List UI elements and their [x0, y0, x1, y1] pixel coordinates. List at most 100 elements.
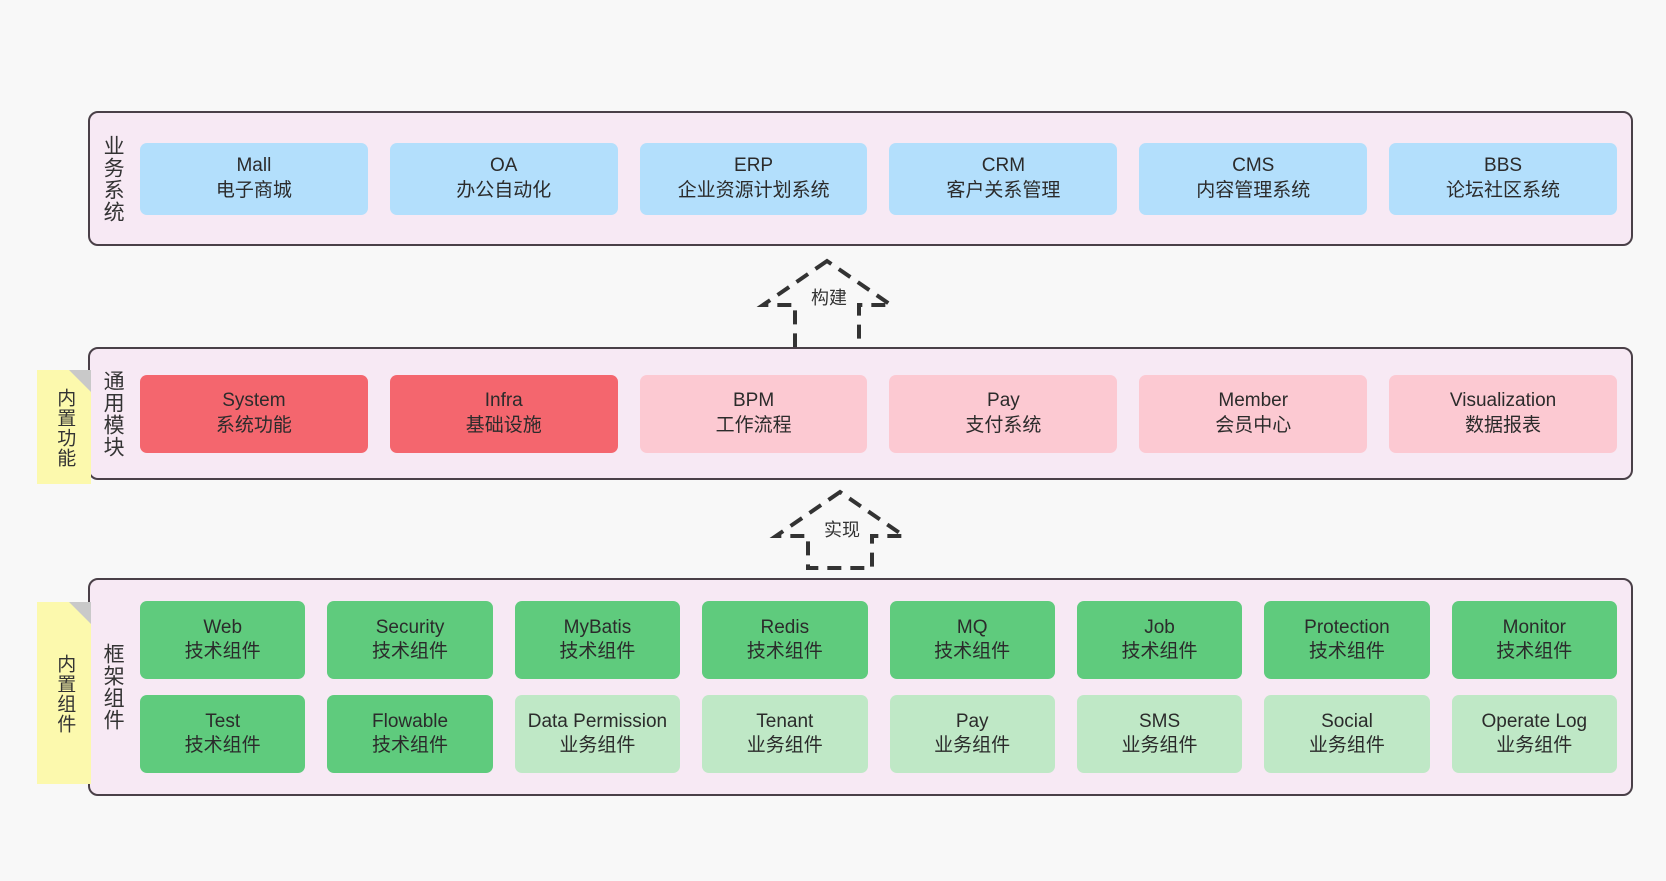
card-subtitle: 业务组件 — [746, 735, 823, 756]
connector-implement-label: 实现 — [824, 520, 860, 540]
layer-body-common-module: System 系统功能 Infra 基础设施 BPM 工作流程 Pay 支付系统… — [134, 349, 1631, 478]
card-title: Security — [375, 616, 445, 638]
card-subtitle: 技术组件 — [1121, 641, 1198, 662]
card-social[interactable]: Social 业务组件 — [1264, 695, 1430, 773]
card-sms[interactable]: SMS 业务组件 — [1076, 695, 1243, 773]
card-subtitle: 内容管理系统 — [1196, 179, 1311, 201]
card-erp[interactable]: ERP 企业资源计划系统 — [639, 142, 868, 215]
note-label: 内置功能 — [54, 388, 76, 468]
card-subtitle: 支付系统 — [965, 414, 1042, 436]
card-mall[interactable]: Mall 电子商城 — [140, 142, 368, 215]
card-member[interactable]: Member 会员中心 — [1139, 374, 1368, 453]
card-subtitle: 技术组件 — [934, 641, 1011, 662]
card-subtitle: 业务组件 — [1496, 735, 1573, 756]
generalization-arrow-icon — [756, 258, 898, 352]
layer-label-framework-component: 框架组件 — [101, 643, 125, 731]
page-fold-icon — [69, 370, 91, 392]
page-fold-icon — [69, 602, 91, 624]
card-visualization[interactable]: Visualization 数据报表 — [1389, 374, 1617, 453]
card-bpm[interactable]: BPM 工作流程 — [639, 374, 868, 453]
card-title: CRM — [981, 155, 1026, 177]
layer-body-business-system: Mall 电子商城 OA 办公自动化 ERP 企业资源计划系统 CRM 客户关系… — [134, 113, 1631, 244]
card-title: Pay — [955, 710, 989, 732]
card-title: Data Permission — [527, 710, 668, 732]
card-subtitle: 数据报表 — [1465, 414, 1542, 436]
card-system[interactable]: System 系统功能 — [140, 374, 368, 453]
card-subtitle: 电子商城 — [215, 179, 292, 201]
card-pay[interactable]: Pay 支付系统 — [889, 374, 1118, 453]
card-subtitle: 技术组件 — [559, 641, 636, 662]
note-label: 内置组件 — [54, 654, 76, 734]
card-title: Test — [205, 710, 241, 732]
connector-build: 构建 — [755, 258, 905, 353]
connector-build-label: 构建 — [811, 288, 847, 308]
card-subtitle: 企业资源计划系统 — [677, 179, 830, 201]
card-subtitle: 业务组件 — [934, 735, 1011, 756]
card-mq[interactable]: MQ 技术组件 — [889, 601, 1055, 679]
card-monitor[interactable]: Monitor 技术组件 — [1451, 601, 1617, 679]
card-title: CMS — [1232, 155, 1275, 177]
card-cms[interactable]: CMS 内容管理系统 — [1139, 142, 1368, 215]
card-subtitle: 业务组件 — [1308, 735, 1385, 756]
card-web[interactable]: Web 技术组件 — [140, 601, 306, 679]
card-subtitle: 基础设施 — [465, 414, 542, 436]
card-data-permission[interactable]: Data Permission 业务组件 — [514, 695, 681, 773]
card-title: Mall — [236, 155, 272, 177]
card-title: BBS — [1484, 155, 1523, 177]
card-title: Tenant — [756, 710, 814, 732]
card-operate-log[interactable]: Operate Log 业务组件 — [1451, 695, 1617, 773]
layer-label-business-system: 业务系统 — [101, 134, 125, 223]
card-infra[interactable]: Infra 基础设施 — [389, 374, 618, 453]
card-title: Infra — [484, 390, 523, 412]
card-title: System — [222, 390, 286, 412]
card-mybatis[interactable]: MyBatis 技术组件 — [514, 601, 681, 679]
card-pay-biz[interactable]: Pay 业务组件 — [889, 695, 1055, 773]
card-subtitle: 办公自动化 — [456, 179, 552, 201]
card-title: Protection — [1304, 616, 1390, 638]
card-title: Social — [1321, 710, 1373, 732]
layer-body-framework-component: Web 技术组件 Security 技术组件 MyBatis 技术组件 Redi… — [134, 580, 1631, 794]
note-builtin-component[interactable]: 内置组件 — [37, 602, 91, 784]
card-protection[interactable]: Protection 技术组件 — [1264, 601, 1430, 679]
layer-framework-component[interactable]: 框架组件 Web 技术组件 Security 技术组件 MyBatis 技术组件… — [88, 578, 1633, 796]
card-bbs[interactable]: BBS 论坛社区系统 — [1389, 142, 1617, 215]
card-subtitle: 业务组件 — [559, 735, 636, 756]
card-title: Member — [1218, 390, 1289, 412]
card-tenant[interactable]: Tenant 业务组件 — [702, 695, 868, 773]
card-security[interactable]: Security 技术组件 — [327, 601, 493, 679]
card-flowable[interactable]: Flowable 技术组件 — [327, 695, 493, 773]
note-builtin-function[interactable]: 内置功能 — [37, 370, 91, 484]
card-title: Web — [203, 616, 243, 638]
card-subtitle: 系统功能 — [215, 414, 292, 436]
card-oa[interactable]: OA 办公自动化 — [389, 142, 618, 215]
card-title: ERP — [734, 155, 774, 177]
card-row: System 系统功能 Infra 基础设施 BPM 工作流程 Pay 支付系统… — [140, 374, 1617, 453]
card-subtitle: 技术组件 — [746, 641, 823, 662]
layer-business-system[interactable]: 业务系统 Mall 电子商城 OA 办公自动化 ERP 企业资源计划系统 CRM… — [88, 111, 1633, 246]
card-row: Web 技术组件 Security 技术组件 MyBatis 技术组件 Redi… — [140, 601, 1617, 679]
card-subtitle: 技术组件 — [1308, 641, 1385, 662]
card-title: Pay — [987, 390, 1020, 412]
card-title: Redis — [760, 616, 810, 638]
card-row: Test 技术组件 Flowable 技术组件 Data Permission … — [140, 695, 1617, 773]
card-title: Operate Log — [1481, 710, 1588, 732]
card-subtitle: 技术组件 — [372, 641, 449, 662]
card-row: Mall 电子商城 OA 办公自动化 ERP 企业资源计划系统 CRM 客户关系… — [140, 142, 1617, 215]
generalization-arrow-icon — [769, 489, 911, 570]
card-title: OA — [490, 155, 518, 177]
card-title: Monitor — [1502, 616, 1566, 638]
card-subtitle: 技术组件 — [372, 735, 449, 756]
card-crm[interactable]: CRM 客户关系管理 — [889, 142, 1118, 215]
card-test[interactable]: Test 技术组件 — [140, 695, 306, 773]
card-subtitle: 论坛社区系统 — [1446, 179, 1561, 201]
card-title: Flowable — [372, 710, 449, 732]
card-title: BPM — [732, 390, 775, 412]
card-subtitle: 技术组件 — [184, 641, 261, 662]
layer-common-module[interactable]: 通用模块 System 系统功能 Infra 基础设施 BPM 工作流程 Pay… — [88, 347, 1633, 480]
card-job[interactable]: Job 技术组件 — [1076, 601, 1243, 679]
card-title: SMS — [1138, 710, 1181, 732]
layer-label-common-module: 通用模块 — [101, 369, 125, 458]
card-subtitle: 工作流程 — [715, 414, 792, 436]
card-redis[interactable]: Redis 技术组件 — [702, 601, 868, 679]
